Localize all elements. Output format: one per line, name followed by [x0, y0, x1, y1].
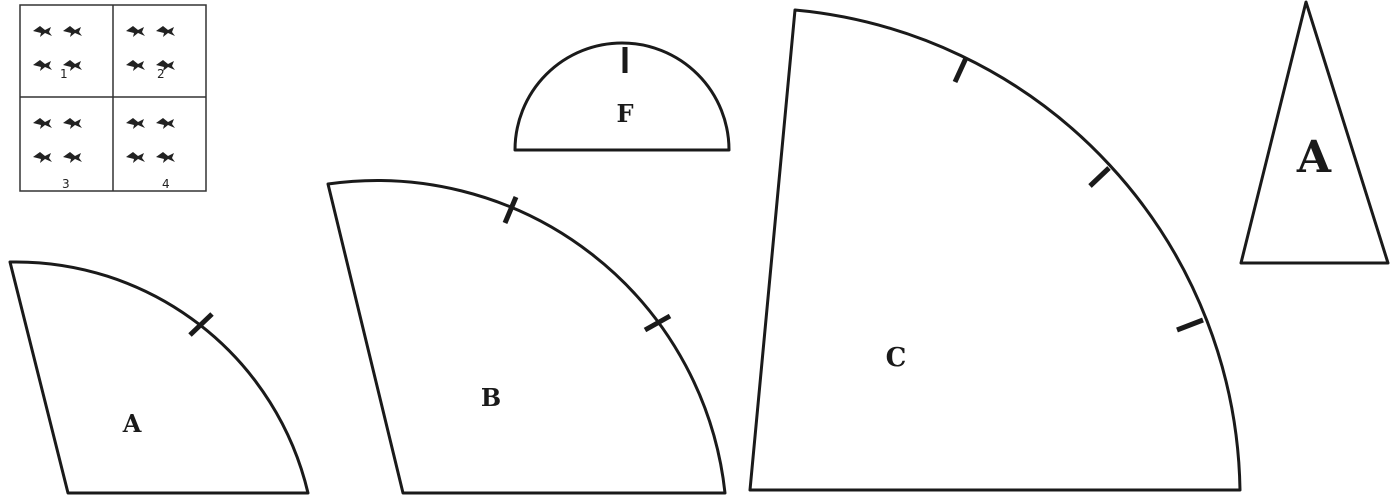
piece-a-triangle: A: [1239, 0, 1390, 265]
quadrant-number-3: 3: [62, 177, 70, 191]
bird-icon: [126, 118, 145, 129]
piece-c-label: C: [886, 343, 907, 373]
piece-a-triangle-outline: [1239, 0, 1390, 265]
bird-icon: [156, 118, 175, 129]
piece-f-semicircle: F: [513, 41, 731, 152]
bird-icon: [156, 60, 175, 71]
piece-b-tick-2: [643, 313, 672, 333]
bird-icon: [33, 60, 52, 71]
quadrant-number-2: 2: [157, 67, 165, 81]
piece-b-outline: [326, 179, 727, 495]
piece-a-quarter: A: [8, 260, 310, 495]
bird-icon: [33, 152, 52, 163]
bird-icon: [63, 60, 82, 71]
bird-icons: [33, 26, 175, 163]
bird-icon: [126, 152, 145, 163]
piece-a-outline: [8, 260, 310, 495]
piece-b-tick-1: [502, 196, 519, 224]
piece-f-outline: [513, 41, 731, 152]
piece-b-quarter: B: [326, 179, 727, 495]
piece-f-label: F: [616, 99, 633, 128]
bird-icon: [156, 152, 175, 163]
piece-a-tick-1: [188, 312, 214, 337]
bird-icon: [156, 26, 175, 37]
bird-icon: [33, 118, 52, 129]
piece-c-outline: [748, 8, 1242, 492]
bird-icon: [63, 26, 82, 37]
quadrant-legend: 1 2 3 4: [19, 4, 207, 192]
bird-icon: [126, 60, 145, 71]
quadrant-number-4: 4: [162, 177, 170, 191]
piece-a-triangle-label: A: [1296, 132, 1332, 183]
bird-icon: [126, 26, 145, 37]
piece-a-label: A: [122, 409, 142, 438]
piece-c-tick-3: [1176, 317, 1204, 333]
bird-icon: [63, 152, 82, 163]
piece-c-tick-2: [1088, 166, 1111, 188]
quadrant-number-1: 1: [60, 67, 68, 81]
piece-c-tick-1: [952, 56, 969, 84]
piece-b-label: B: [481, 383, 501, 412]
bird-icon: [33, 26, 52, 37]
piece-c-quarter: C: [748, 8, 1242, 492]
bird-icon: [63, 118, 82, 129]
